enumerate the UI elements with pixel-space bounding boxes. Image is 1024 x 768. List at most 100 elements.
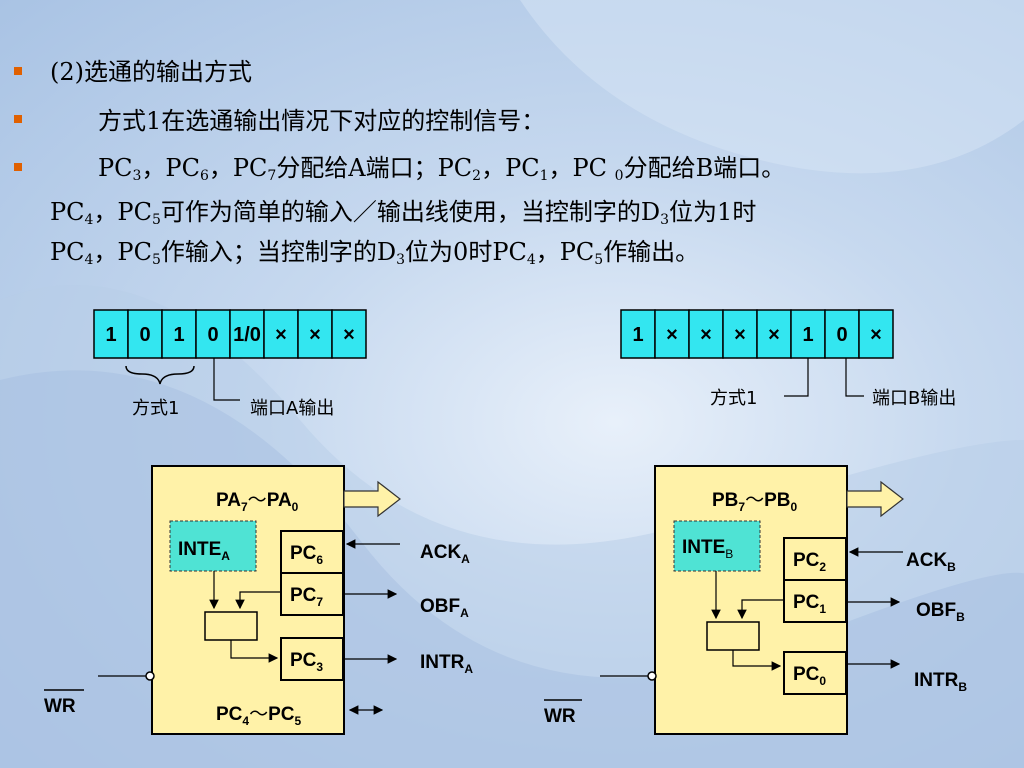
text-run: ，PC — [208, 154, 268, 182]
block-b-wr-label: WR — [544, 706, 576, 727]
block-a-bottom-label: PC4～PC5 — [216, 704, 302, 728]
block-a-sig-intr: INTRA — [420, 652, 473, 676]
block-a-port-label: PA7～PA0 — [216, 490, 299, 514]
bullet-marker — [14, 115, 22, 123]
block-b-sig-ack: ACKB — [906, 550, 956, 574]
control-word-b-port-label: 端口B输出 — [872, 388, 956, 409]
bullet-line-1: (2)选通的输出方式 — [50, 54, 252, 90]
block-a-inte — [169, 520, 257, 572]
text-run: PC — [98, 154, 133, 182]
bit-cell — [620, 309, 656, 359]
bit-cell — [229, 309, 265, 359]
subscript: 2 — [472, 168, 482, 184]
bit-cell — [127, 309, 163, 359]
block-a-wr-bubble — [145, 671, 155, 681]
bullet-line-2-text: 方式1在选通输出情况下对应的控制信号： — [98, 107, 546, 135]
bit-cell-value: 0 — [836, 324, 847, 346]
subscript: 7 — [267, 168, 277, 184]
subscript: 3 — [132, 168, 142, 184]
subscript: 4 — [526, 252, 536, 268]
bit-cell — [331, 309, 367, 359]
bit-cell — [161, 309, 197, 359]
block-a-inte-label: INTEA — [178, 539, 230, 563]
block-a-pc7-box — [280, 572, 344, 616]
control-word-a-port-label: 端口A输出 — [250, 398, 334, 419]
block-a-pc7-label: PC7 — [290, 585, 323, 609]
text-run: ，PC — [141, 154, 200, 182]
control-word-b-mode-label: 方式1 — [710, 388, 757, 409]
bit-cell-value: 1 — [173, 324, 184, 346]
subscript: 6 — [199, 168, 209, 184]
bullet-line-5: PC4，PC5作输入；当控制字的D3位为0时PC4，PC5作输出。 — [50, 234, 699, 270]
block-b-sig-obf: OBFB — [916, 600, 965, 624]
bit-cell-value: 0 — [207, 324, 218, 346]
subscript: 3 — [396, 252, 406, 268]
block-b-gate — [706, 621, 760, 651]
bit-cell-value: 0 — [139, 324, 150, 346]
control-word-a-mode-label: 方式1 — [132, 398, 179, 419]
bit-cell-value: × — [343, 324, 355, 346]
bit-cell — [195, 309, 231, 359]
block-a: PA7～PA0 INTEA PC6 PC7 PC3 ACKA OBFA INTR… — [44, 465, 473, 735]
subscript: 5 — [151, 252, 161, 268]
bit-cell — [824, 309, 860, 359]
block-b-inte-label: INTEB — [682, 537, 733, 561]
subscript: 3 — [660, 212, 670, 228]
block-b-inte — [673, 520, 761, 572]
text-run: 作输入；当控制字的D — [160, 238, 397, 266]
block-a-pc3-box — [280, 637, 344, 681]
bullet-line-4: PC4，PC5可作为简单的输入／输出线使用，当控制字的D3位为1时 — [50, 194, 756, 230]
bit-cell-value: × — [870, 324, 882, 346]
bit-cell — [858, 309, 894, 359]
bullet-line-2: 方式1在选通输出情况下对应的控制信号： — [98, 103, 545, 139]
bullet-line-1-text: (2)选通的输出方式 — [50, 58, 252, 86]
bit-cell-value: × — [275, 324, 287, 346]
text-run: 位为1时 — [669, 198, 757, 226]
subscript: 5 — [151, 212, 161, 228]
text-run: 分配给B端口。 — [623, 154, 786, 182]
block-b-pc1-label: PC1 — [793, 592, 826, 616]
block-a-pc3-label: PC3 — [290, 650, 323, 674]
bit-cell-value: 1 — [802, 324, 813, 346]
bullet-marker — [14, 67, 22, 75]
block-a-wr-label: WR — [44, 696, 76, 717]
bit-cell-value: × — [734, 324, 746, 346]
text-run: PC — [50, 198, 85, 226]
block-a-sig-ack: ACKA — [420, 542, 470, 566]
text-run: 作输出。 — [603, 238, 700, 266]
bit-cell — [790, 309, 826, 359]
block-a-pc6-box — [280, 530, 344, 574]
text-run: ，PC — [535, 238, 595, 266]
subscript: 4 — [84, 212, 94, 228]
block-b-pc0-label: PC0 — [793, 664, 826, 688]
block-a-pc6-label: PC6 — [290, 543, 323, 567]
subscript: 1 — [539, 168, 549, 184]
bit-cell-value: 1 — [105, 324, 116, 346]
block-a-gate — [204, 611, 258, 641]
text-run: 位为0时PC — [405, 238, 527, 266]
block-b-pc0-box — [783, 651, 847, 695]
bit-cell-value: × — [666, 324, 678, 346]
subscript: 4 — [84, 252, 94, 268]
text-run: ，PC — [93, 198, 152, 226]
text-run: 可作为简单的输入／输出线使用，当控制字的D — [160, 198, 661, 226]
text-run: PC — [50, 238, 85, 266]
block-b-sig-intr: INTRB — [914, 670, 967, 694]
bit-cell — [756, 309, 792, 359]
bit-cell — [263, 309, 299, 359]
block-a-output-arrow — [343, 480, 401, 518]
bit-cell-value: × — [309, 324, 321, 346]
block-b: PB7～PB0 INTEB PC2 PC1 PC0 ACKB OBFB INTR… — [544, 465, 967, 735]
bit-cell — [93, 309, 129, 359]
block-a-sig-obf: OBFA — [420, 596, 469, 620]
subscript: 5 — [594, 252, 604, 268]
bit-cell-value: 1 — [632, 324, 643, 346]
bit-cell-value: 1/0 — [233, 324, 261, 346]
block-b-pc1-box — [783, 579, 847, 623]
bit-cell — [688, 309, 724, 359]
control-word-b-connectors — [784, 358, 864, 397]
text-run: ，PC — [481, 154, 540, 182]
text-run: 分配给A端口；PC — [276, 154, 473, 182]
